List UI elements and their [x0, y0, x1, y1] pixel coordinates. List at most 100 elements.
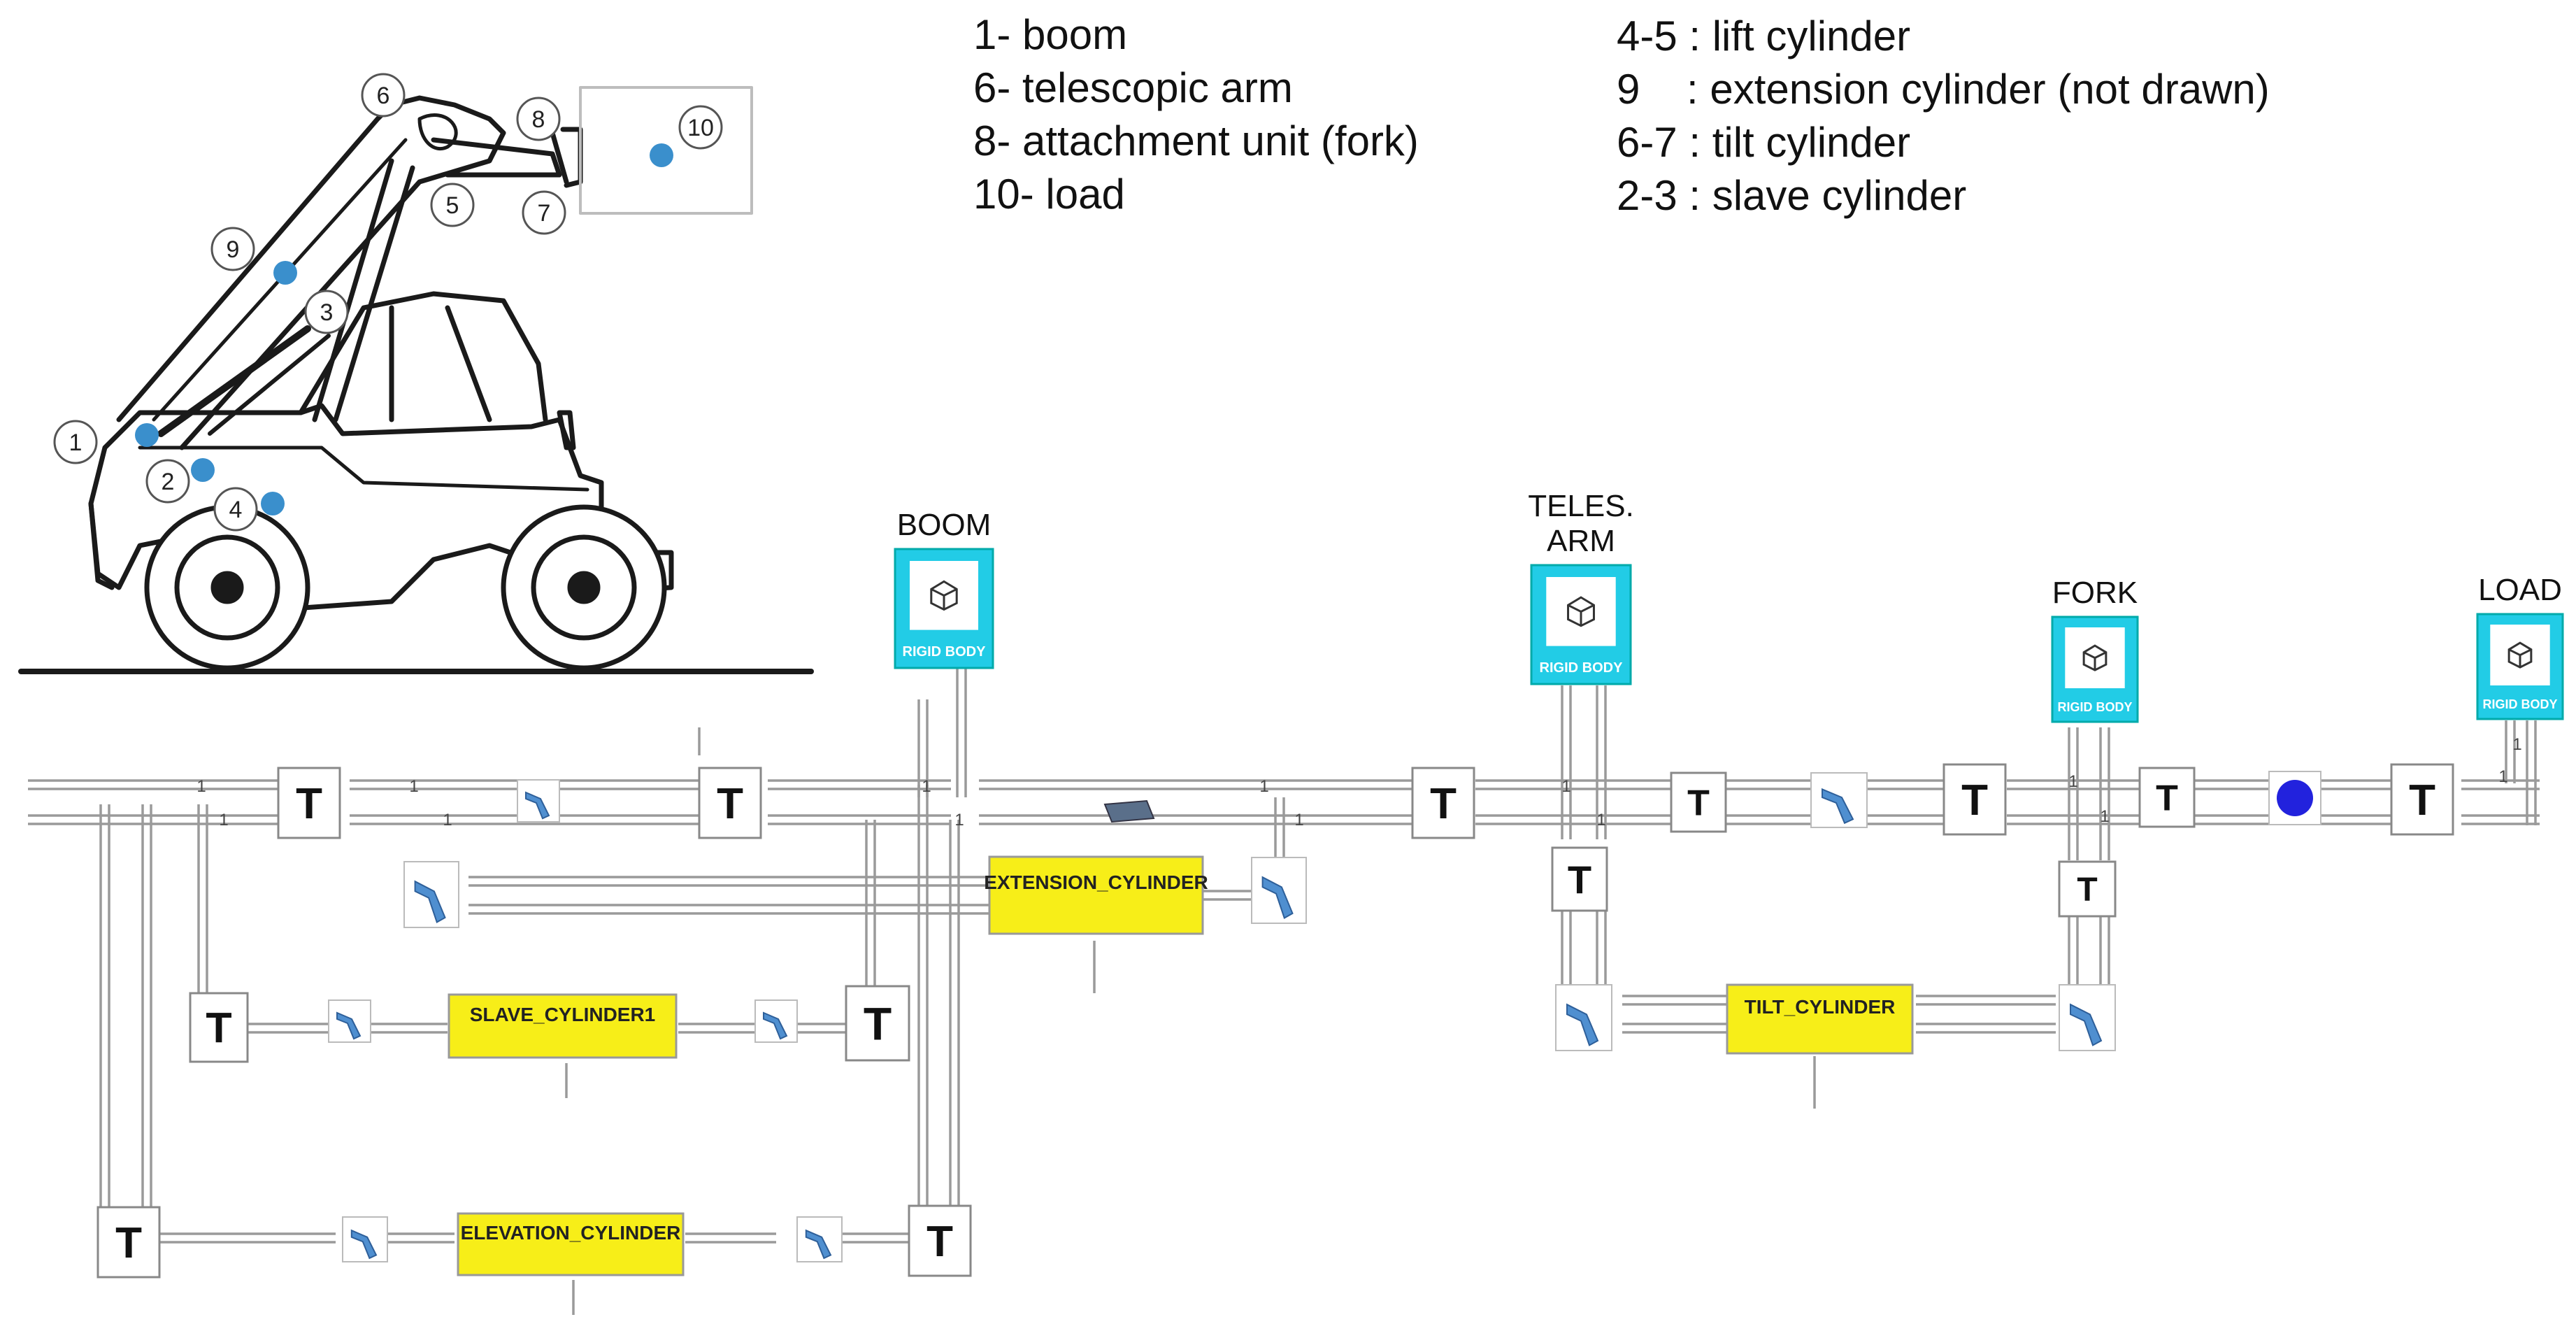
transform-frame — [1670, 771, 1727, 833]
sensor-icon — [2070, 1003, 2103, 1046]
transform-block: T — [2390, 763, 2454, 836]
callout-number: 6 — [377, 83, 390, 109]
body-label: ARM — [1547, 524, 1615, 558]
sensor-block — [796, 1216, 843, 1262]
cube-icon — [1567, 596, 1595, 627]
transform-glyph: T — [1687, 783, 1710, 823]
legend-right: 4-5 : lift cylinder 9 : extension cylind… — [1617, 10, 2270, 222]
callout-8: 8 — [516, 97, 561, 141]
callout-circle — [304, 290, 349, 334]
marker-dot — [650, 143, 673, 167]
port-number: 1 — [409, 777, 418, 796]
callout-number: 8 — [532, 106, 545, 133]
port-number: 1 — [1561, 777, 1570, 796]
legend-item: 10- load — [973, 171, 1125, 218]
sensor-block — [517, 779, 560, 823]
callout-number: 4 — [229, 497, 243, 523]
sensor-icon — [805, 1229, 832, 1260]
sensor-frame — [328, 999, 371, 1043]
transform-frame — [1551, 846, 1608, 912]
callout-number: 2 — [162, 469, 175, 495]
lift-arm — [312, 158, 394, 422]
marker-dot — [191, 458, 215, 482]
transform-block: T — [189, 992, 249, 1063]
sensor-block — [1555, 984, 1612, 1051]
callout-7: 7 — [522, 190, 566, 235]
connection-lines — [28, 664, 2540, 1315]
marker-dot — [261, 492, 285, 515]
rigid-body: LOAD RIGID BODY — [2476, 573, 2564, 720]
callout-number: 5 — [446, 192, 459, 219]
callout-circle — [430, 183, 475, 227]
port-number: 1 — [2498, 767, 2507, 786]
cylinder-frame — [457, 1212, 685, 1276]
callout-2: 2 — [145, 459, 190, 504]
legend-item: 2-3 : slave cylinder — [1617, 172, 1967, 219]
transform-frame — [2390, 763, 2454, 836]
load-box — [579, 86, 753, 215]
sensor-icon — [336, 1011, 362, 1040]
sensor-block — [403, 861, 459, 928]
lift-arm — [333, 165, 415, 422]
transform-block: T — [2058, 860, 2117, 918]
cab-pillar — [445, 305, 492, 422]
cylinder-label: ELEVATION_CYLINDER — [461, 1222, 681, 1244]
cube-icon — [2082, 644, 2108, 671]
cylinder-label: SLAVE_CYLINDER1 — [470, 1004, 656, 1025]
callout-circle — [213, 487, 258, 532]
sensor-frame — [796, 1216, 843, 1262]
sensor-block — [328, 999, 371, 1043]
sensor-icon — [763, 1011, 788, 1040]
rear-bumper — [88, 501, 115, 590]
port-number: 1 — [1294, 811, 1303, 830]
body-label: FORK — [2052, 576, 2138, 610]
transform-frame — [189, 992, 249, 1063]
transform-frame — [96, 1206, 161, 1279]
callout-number: 9 — [227, 236, 240, 263]
cylinder-frame — [448, 993, 678, 1059]
transform-glyph: T — [864, 997, 892, 1049]
mirror — [557, 410, 576, 450]
port-number: 1 — [2512, 735, 2521, 754]
cylinder-block: EXTENSION_CYLINDER — [984, 855, 1208, 935]
transform-glyph: T — [2077, 871, 2097, 909]
transform-glyph: T — [2156, 778, 2178, 818]
sensor-icon — [1566, 1003, 1599, 1046]
transform-block: T — [698, 767, 762, 839]
transform-frame — [1411, 767, 1475, 839]
callout-circle — [678, 105, 723, 150]
port-number: 1 — [196, 777, 206, 796]
port-number: 1 — [1259, 777, 1268, 796]
legend-item: 4-5 : lift cylinder — [1617, 13, 1911, 59]
body-label: BOOM — [897, 508, 991, 542]
sensor-block — [754, 999, 798, 1043]
marker-dot — [135, 423, 159, 447]
port-number: 1 — [2100, 807, 2109, 826]
sensor-frame — [342, 1216, 388, 1262]
cylinder-block: ELEVATION_CYLINDER — [457, 1212, 685, 1276]
port-number: 1 — [219, 811, 228, 830]
transform-block: T — [908, 1204, 972, 1277]
sensor-icon — [1261, 876, 1294, 919]
transform-block: T — [1551, 846, 1608, 912]
sensor-icon — [1822, 788, 1854, 825]
callout-circle — [53, 420, 98, 464]
callout-circle — [516, 97, 561, 141]
callout-circle — [210, 227, 255, 271]
rigid-body-caption: RIGID BODY — [2482, 697, 2557, 711]
callout-number: 7 — [538, 200, 551, 227]
callout-circle — [145, 459, 190, 504]
transform-block: T — [845, 985, 910, 1062]
sensor-block — [1251, 857, 1307, 924]
port-number: 1 — [443, 811, 452, 830]
cylinder-rod — [208, 334, 331, 436]
transform-frame — [845, 985, 910, 1062]
pivot — [417, 113, 458, 150]
hood-line — [138, 446, 589, 492]
callout-4: 4 — [213, 487, 258, 532]
body-label: LOAD — [2478, 573, 2562, 607]
